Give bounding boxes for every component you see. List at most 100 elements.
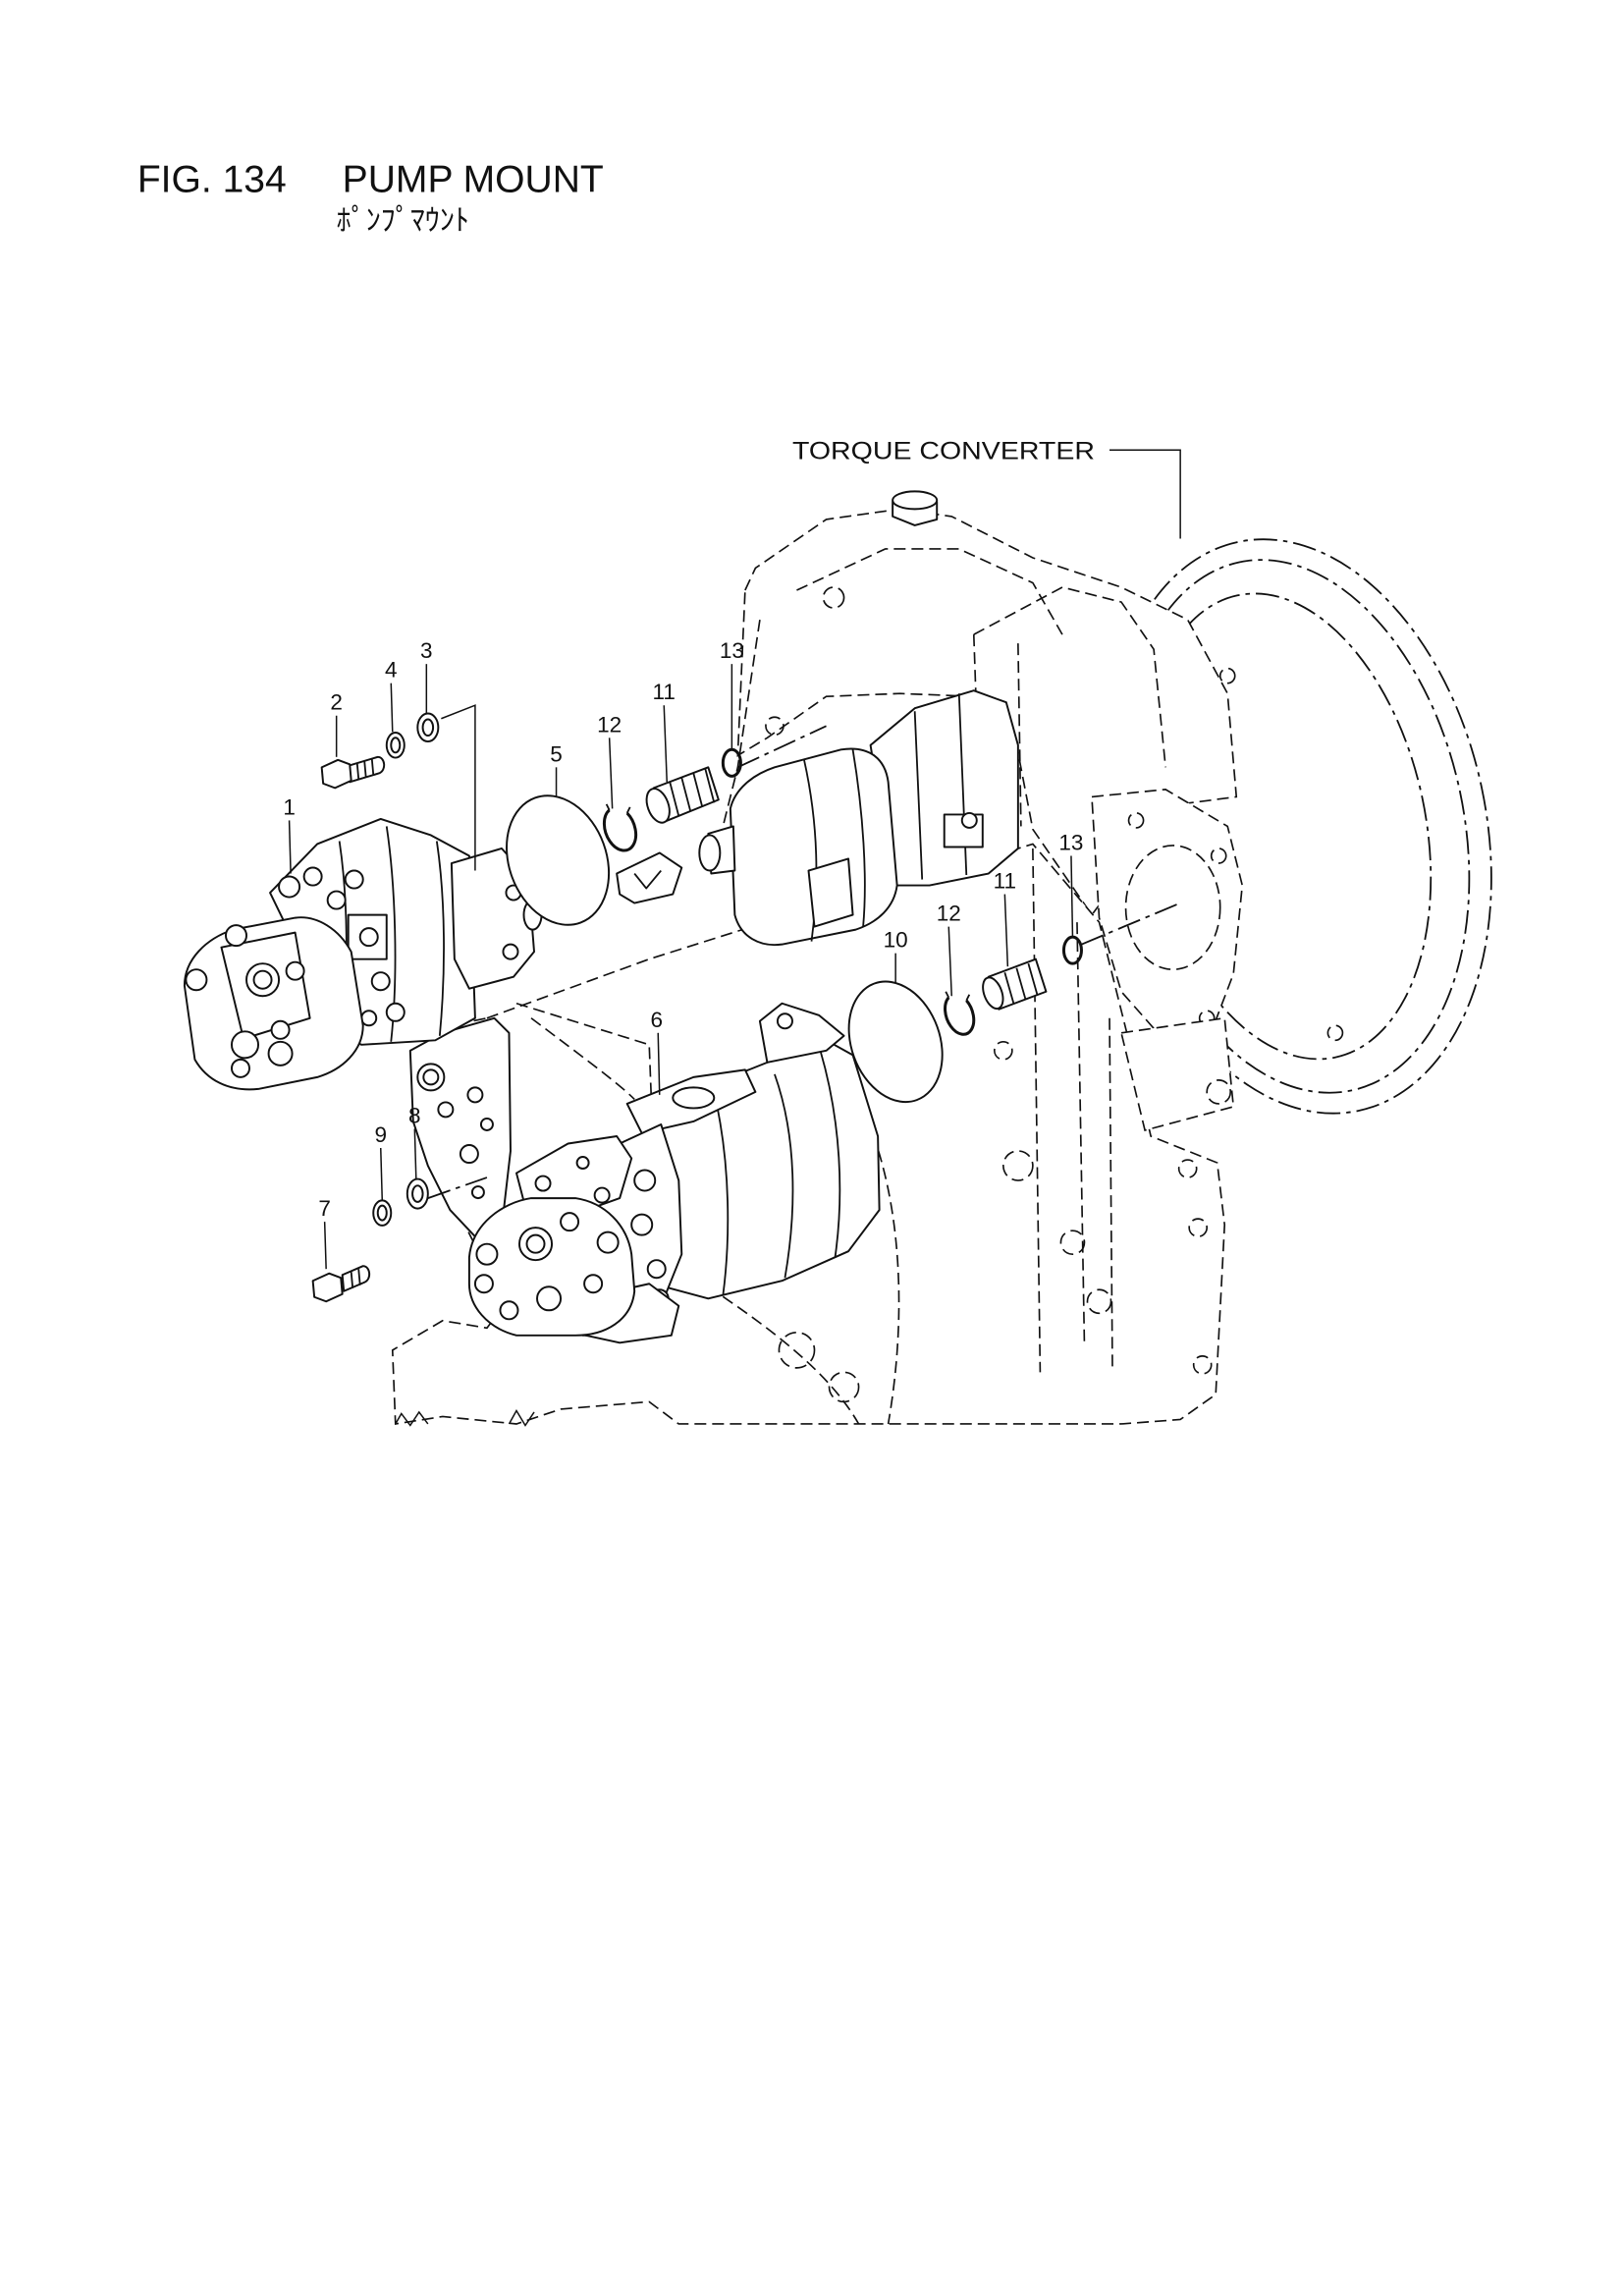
adapter-plate-detail [466, 1086, 484, 1104]
callout-leaders-detail [663, 705, 668, 783]
mounted-pump-detail [807, 857, 854, 928]
snap-ring-12-lower-detail [944, 996, 976, 1036]
callout-leaders-detail [390, 683, 394, 733]
washer-8 [406, 1177, 429, 1210]
snap-ring-12-upper [602, 803, 638, 852]
mounted-pump-detail [729, 747, 898, 947]
transmission-housing-detail [1206, 1079, 1232, 1105]
washer-9-detail [376, 1204, 388, 1222]
assembly-lines-detail [1081, 902, 1181, 946]
coupling-11-lower [982, 957, 1048, 1011]
transmission-housing-detail [530, 1017, 635, 1100]
callout-9: 9 [374, 1122, 387, 1147]
callout-numbers: 1 2 3 4 5 6 7 8 9 10 11 11 12 12 13 13 [283, 638, 1083, 1221]
callout-leaders [288, 664, 1074, 1270]
snap-ring-12-upper-detail [602, 808, 638, 852]
pump-6-detail [774, 1073, 794, 1279]
pump-6-detail [536, 1285, 563, 1312]
bolt-2-detail [347, 755, 386, 784]
bolt-2 [320, 755, 386, 790]
pump-1-detail [252, 969, 273, 990]
gasket-5 [506, 794, 611, 926]
mounted-pump-detail [851, 749, 866, 927]
callout-leaders-detail [1003, 894, 1009, 967]
transmission-housing-detail [1091, 789, 1244, 1043]
torque-converter-detail [1218, 667, 1236, 684]
transmission-housing-detail [1124, 845, 1221, 971]
callout-leaders-detail [413, 1128, 417, 1179]
washer-9 [372, 1199, 393, 1227]
pump-1-detail [267, 1040, 294, 1066]
pump-1-detail [225, 924, 247, 948]
pump-6 [467, 1002, 881, 1344]
mounted-pump-detail [633, 869, 662, 890]
pump-6-detail [630, 1213, 654, 1236]
adapter-plate-detail [479, 1117, 494, 1131]
gasket-5-detail [506, 794, 611, 926]
pump-1-detail [502, 943, 519, 960]
pump-6-detail [633, 1169, 657, 1192]
callout-leaders-detail [379, 1147, 384, 1200]
callout-2: 2 [330, 690, 343, 715]
washer-8-detail [411, 1184, 424, 1203]
pump-6-detail [499, 1300, 519, 1321]
pump-6-detail [819, 1050, 841, 1258]
transmission-housing-detail [765, 716, 784, 737]
pump-1-detail [231, 1030, 260, 1060]
transmission-housing-detail [973, 586, 1166, 768]
bolt-2-detail [355, 758, 375, 780]
pump-6-detail [776, 1012, 793, 1030]
callout-11-upper: 11 [653, 680, 676, 704]
transmission-housing-detail [1017, 643, 1022, 827]
callout-11-lower: 11 [994, 869, 1016, 894]
callout-leaders-detail [323, 1222, 327, 1270]
coupling-11-lower-detail [982, 976, 1004, 1011]
pump-1-detail [270, 1019, 291, 1040]
pump-6-detail [593, 1186, 611, 1204]
pump-1-detail [358, 927, 379, 948]
pump-1-detail [344, 869, 364, 890]
callout-10: 10 [884, 928, 908, 953]
callout-12-upper: 12 [597, 712, 622, 737]
pump-6-detail [646, 1259, 667, 1280]
callout-12-lower: 12 [937, 902, 961, 926]
transmission-housing-detail [395, 1410, 429, 1427]
pump-6-detail [583, 1274, 604, 1294]
pump-6-detail [672, 1086, 716, 1110]
callout-1: 1 [283, 794, 296, 819]
title-block: FIG. 134 PUMP MOUNT ﾎﾟﾝﾌﾟﾏｳﾝﾄ [137, 158, 604, 237]
bolt-7-detail [350, 1269, 361, 1288]
torque-converter-text: TORQUE CONVERTER [792, 438, 1095, 465]
transmission-housing-detail [508, 1408, 535, 1427]
bolt-2-detail [320, 758, 352, 790]
callout-leaders-detail [288, 820, 292, 874]
adapter-plate-detail [470, 1185, 485, 1200]
assembly-lines-detail [441, 704, 476, 871]
callout-leaders-detail [608, 738, 614, 809]
transmission-housing-detail [1109, 1017, 1113, 1373]
coupling-11-upper-detail [645, 788, 671, 824]
transmission-housing-detail [822, 586, 845, 609]
mounted-pump-detail [616, 851, 683, 904]
torque-converter-detail [1326, 1024, 1344, 1042]
pump-1-detail [302, 866, 323, 887]
pump-6-detail [475, 1242, 499, 1266]
transmission-housing-detail [892, 490, 939, 511]
transmission-housing-detail [1032, 847, 1042, 1373]
pump-6-detail [560, 1212, 580, 1232]
callout-13-lower: 13 [1058, 830, 1083, 854]
transmission-housing-detail [1002, 1150, 1034, 1181]
pump-1-detail [360, 1010, 378, 1027]
transmission-housing-detail [1059, 1230, 1086, 1256]
transmission-housing-detail [796, 548, 1063, 635]
transmission-housing-detail [1127, 812, 1145, 829]
torque-converter-leader [1109, 449, 1181, 539]
callout-leaders-detail [657, 1032, 661, 1095]
callout-7: 7 [318, 1196, 331, 1221]
pump-1-detail [231, 1058, 250, 1078]
pump-1-detail [278, 875, 301, 899]
figure-subtitle-ja: ﾎﾟﾝﾌﾟﾏｳﾝﾄ [337, 204, 469, 237]
callout-4: 4 [385, 658, 398, 683]
transmission-housing-detail [515, 1002, 654, 1121]
